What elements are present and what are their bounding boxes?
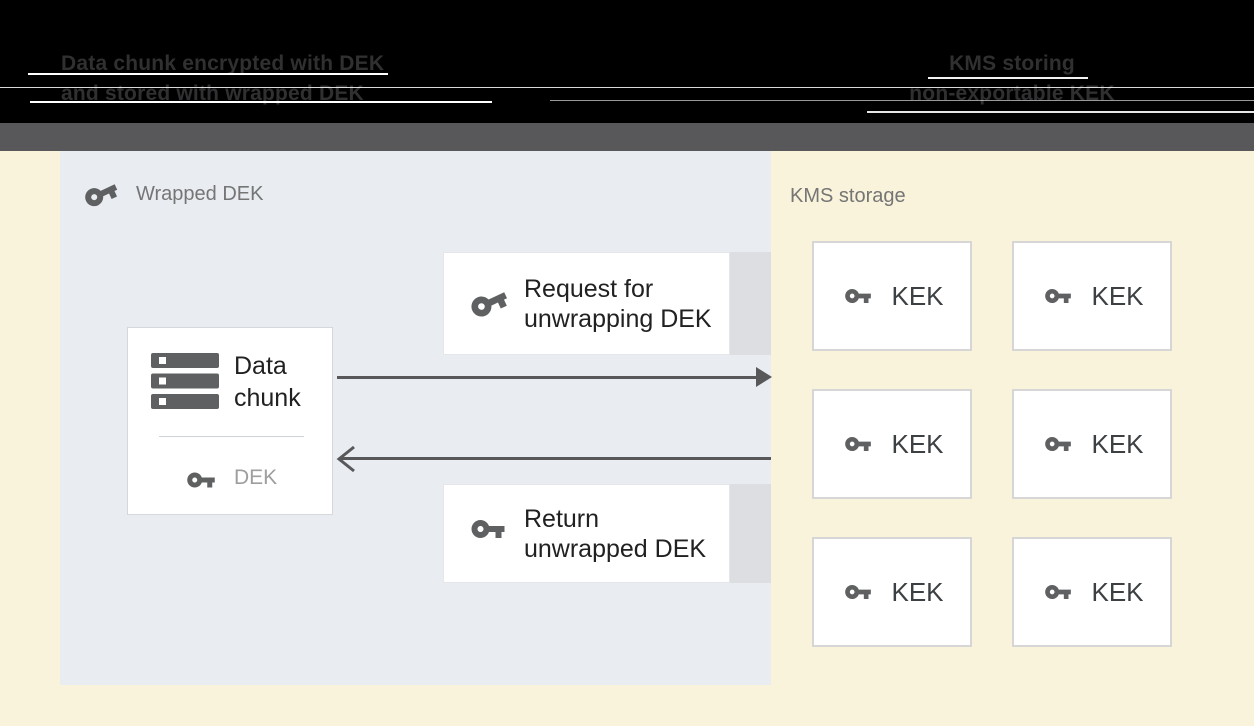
- return-box-line2: unwrapped DEK: [524, 535, 707, 563]
- header-gray-strip: [0, 123, 1254, 151]
- header-artifact-line: [0, 87, 1254, 88]
- return-unwrapped-dek-box: Return unwrapped DEK: [443, 484, 730, 583]
- key-icon: [840, 430, 876, 458]
- kek-box: KEK: [812, 537, 972, 647]
- kek-label: KEK: [1091, 280, 1144, 311]
- data-chunk-line2: chunk: [234, 384, 301, 412]
- right-caption-line2: non-exportable KEK: [909, 82, 1115, 105]
- request-arrow-head-icon: [756, 367, 772, 387]
- left-caption-line1: Data chunk encrypted with DEK: [61, 52, 385, 75]
- right-caption-line1: KMS storing: [949, 52, 1075, 75]
- key-icon: [74, 169, 127, 219]
- key-icon: [460, 275, 519, 331]
- return-box-label: Return unwrapped DEK: [524, 504, 706, 564]
- kek-label: KEK: [1091, 576, 1144, 607]
- key-icon: [840, 282, 876, 310]
- wrapped-dek-title-row: Wrapped DEK: [80, 176, 263, 212]
- left-caption: Data chunk encrypted with DEK and stored…: [61, 49, 461, 109]
- key-icon: [1040, 282, 1076, 310]
- kek-box: KEK: [1012, 241, 1172, 351]
- key-icon: [182, 465, 220, 495]
- return-arrow-line: [340, 457, 771, 460]
- return-arrow-head-icon: [333, 444, 357, 474]
- key-icon: [1040, 578, 1076, 606]
- left-caption-line2: and stored with wrapped DEK: [61, 82, 364, 105]
- kek-label: KEK: [891, 428, 944, 459]
- data-chunk-label: Data chunk: [234, 350, 301, 414]
- key-icon: [1040, 430, 1076, 458]
- request-box-label: Request for unwrapping DEK: [524, 274, 712, 334]
- request-unwrap-dek-box: Request for unwrapping DEK: [443, 252, 730, 355]
- data-chunk-line1: Data: [234, 352, 287, 380]
- kek-label: KEK: [891, 280, 944, 311]
- header-artifact-line: [30, 101, 492, 103]
- data-chunk-divider: [159, 436, 304, 437]
- kek-box: KEK: [1012, 389, 1172, 499]
- header-artifact-line: [550, 100, 1254, 101]
- header-artifact-line: [928, 77, 1088, 79]
- kek-box: KEK: [812, 241, 972, 351]
- kek-box: KEK: [1012, 537, 1172, 647]
- kek-label: KEK: [1091, 428, 1144, 459]
- server-stack-icon: [151, 353, 219, 409]
- kek-box: KEK: [812, 389, 972, 499]
- request-arrow-line: [337, 376, 758, 379]
- return-box-side-strip: [730, 484, 771, 583]
- request-box-side-strip: [730, 252, 771, 355]
- key-icon: [466, 511, 510, 547]
- request-box-line2: unwrapping DEK: [524, 305, 712, 333]
- header-artifact-line: [28, 73, 388, 75]
- kek-label: KEK: [891, 576, 944, 607]
- data-chunk-box: Data chunk DEK: [127, 327, 333, 515]
- kms-storage-title: KMS storage: [790, 185, 906, 207]
- dek-label: DEK: [234, 466, 278, 489]
- wrapped-dek-title: Wrapped DEK: [136, 182, 264, 205]
- request-box-line1: Request for: [524, 275, 654, 303]
- return-box-line1: Return: [524, 505, 600, 533]
- header-artifact-line: [867, 111, 1254, 113]
- key-icon: [840, 578, 876, 606]
